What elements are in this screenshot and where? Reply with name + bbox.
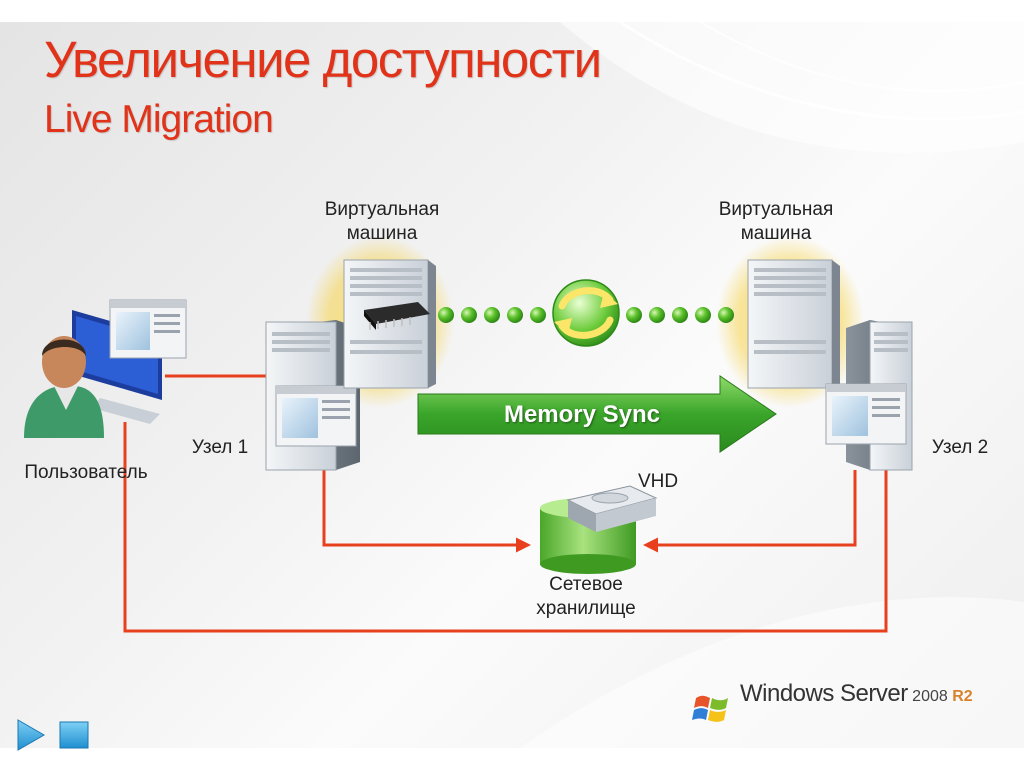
logo-brand: Windows Server <box>740 680 908 707</box>
vm-left-label: Виртуальная машина <box>324 199 440 244</box>
logo-version: 2008 <box>912 688 948 705</box>
node1-server <box>265 320 360 471</box>
slide-title: Увеличение доступности <box>44 31 602 88</box>
slide-subtitle: Live Migration <box>44 98 274 141</box>
node1-to-storage-line <box>322 470 531 553</box>
play-icon[interactable] <box>16 718 46 752</box>
connection-lines <box>123 374 888 633</box>
sync-dots <box>438 307 734 323</box>
memory-chip-icon <box>364 302 430 330</box>
storage-icon <box>540 485 658 574</box>
node2-to-storage-line <box>643 470 857 553</box>
user-label: Пользователь <box>24 462 148 483</box>
logo-release: R2 <box>952 688 973 705</box>
background-swoosh <box>520 22 1024 748</box>
user-to-node2-line <box>123 422 888 633</box>
memory-sync-arrow <box>417 375 777 453</box>
vhd-label: VHD <box>637 471 679 492</box>
sync-icon <box>552 279 620 347</box>
node2-server <box>825 320 913 471</box>
memory-sync-label: Memory Sync <box>503 401 661 428</box>
node2-label: Узел 2 <box>931 437 989 458</box>
vm-left-server <box>343 259 436 389</box>
stop-icon[interactable] <box>58 720 90 750</box>
vm-right-server <box>747 259 840 389</box>
vm-right-label: Виртуальная машина <box>718 199 834 244</box>
windows-flag-icon <box>692 695 728 722</box>
user-icon <box>24 299 187 438</box>
windows-server-logo: Windows Server 2008 R2 <box>740 680 973 708</box>
node1-label: Узел 1 <box>191 437 249 458</box>
storage-label: Сетевое хранилище <box>536 574 636 619</box>
